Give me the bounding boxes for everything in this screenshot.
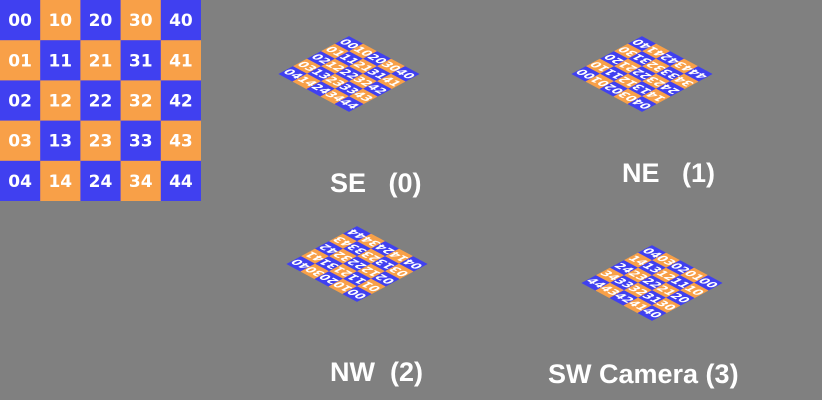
iso-tile <box>627 96 657 112</box>
iso-view-ne: 4041424344303132333420212223241011121314… <box>571 36 713 112</box>
grid-cell <box>160 0 201 41</box>
grid-cell-label: 21 <box>89 51 113 71</box>
grid-cell <box>80 80 122 122</box>
grid-cell-label: 00 <box>8 11 32 31</box>
grid-cell <box>0 160 41 201</box>
grid-cell-label: 11 <box>48 51 72 71</box>
grid-cell <box>160 160 201 201</box>
grid-cell <box>80 0 122 41</box>
grid-cell <box>160 40 201 81</box>
grid-cell-label: 03 <box>8 132 32 152</box>
grid-cell-label: 10 <box>48 11 72 31</box>
reference-grid: 00 10 20 30 40 01 11 21 31 41 02 12 22 32 42 03 13 23 33 43… <box>0 0 201 201</box>
grid-cell-label: 44 <box>169 172 193 192</box>
grid-cell-label: 22 <box>89 92 113 112</box>
iso-view-se: 0010203040011121314102122232420313233343… <box>278 36 420 112</box>
iso-tile <box>342 286 372 302</box>
grid-cell-label: 43 <box>169 132 193 152</box>
grid-cell-label: 23 <box>89 132 113 152</box>
grid-cell-label: 13 <box>48 132 72 152</box>
grid-cell-label: 42 <box>169 92 193 112</box>
grid-cell <box>120 80 162 122</box>
grid-cell-label: 30 <box>129 11 153 31</box>
caption-ne: NE (1) <box>622 158 716 188</box>
grid-cell-label: 33 <box>129 132 153 152</box>
grid-cell-label: 24 <box>89 172 113 192</box>
grid-cell-label: 32 <box>129 92 153 112</box>
grid-cell <box>40 0 81 41</box>
iso-tile <box>637 305 667 321</box>
grid-cell-label: 31 <box>129 51 153 71</box>
grid-cell <box>80 40 122 81</box>
grid-cell <box>0 80 41 122</box>
grid-cell <box>80 120 122 162</box>
grid-cell <box>40 120 81 162</box>
iso-tile <box>334 96 364 112</box>
grid-cell <box>0 40 41 81</box>
grid-cell-label: 34 <box>129 172 153 192</box>
grid-cell <box>40 80 81 122</box>
grid-cell <box>160 80 201 122</box>
grid-cell <box>0 0 41 41</box>
grid-cell <box>160 120 201 162</box>
grid-cell <box>0 120 41 162</box>
grid-cell-label: 14 <box>48 172 72 192</box>
grid-cell-label: 01 <box>8 51 32 71</box>
grid-cell <box>120 120 162 162</box>
caption-se: SE (0) <box>330 168 422 198</box>
grid-cell-label: 02 <box>8 92 32 112</box>
iso-view-nw: 4434241404433323130342322212024131211101… <box>286 226 428 302</box>
grid-cell <box>120 160 162 201</box>
grid-cell-label: 20 <box>89 11 113 31</box>
grid-cell <box>40 160 81 201</box>
grid-cell <box>80 160 122 201</box>
caption-sw-camera: SW Camera (3) <box>548 359 739 389</box>
grid-cell-label: 12 <box>48 92 72 112</box>
iso-view-sw: 0403020100141312111024232221203433323130… <box>581 245 723 321</box>
grid-cell-label: 41 <box>169 51 193 71</box>
grid-cell <box>120 0 162 41</box>
grid-cell-label: 40 <box>169 11 193 31</box>
grid-cell <box>120 40 162 81</box>
grid-cell <box>40 40 81 81</box>
caption-nw: NW (2) <box>330 357 423 387</box>
grid-cell-label: 04 <box>8 172 32 192</box>
